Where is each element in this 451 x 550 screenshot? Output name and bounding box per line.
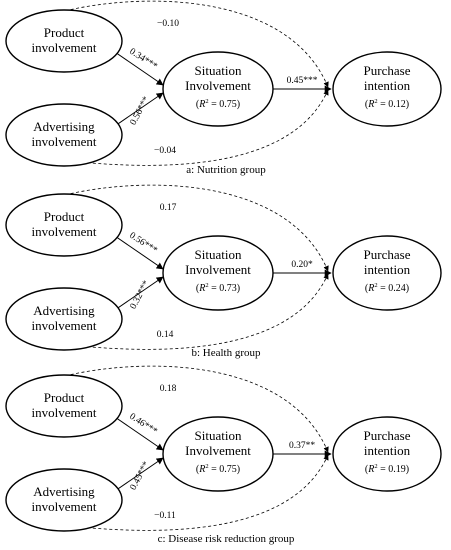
node-label-line: involvement [32,40,97,55]
node-label-line: Advertising [33,484,95,499]
node-label-line: involvement [32,318,97,333]
node-label-line: Product [44,25,85,40]
node-label-line: Advertising [33,119,95,134]
path-product-situation [111,49,164,86]
node-label-line: involvement [32,499,97,514]
path-product-purchase [59,0,329,88]
coef-situation-purchase: 0.20* [291,260,313,270]
r-squared-label: (R2 = 0.75) [196,98,240,110]
coef-advertising-situation: 0.32*** [129,279,152,311]
node-label-line: Purchase [364,428,411,443]
node-label-line: Purchase [364,247,411,262]
path-product-purchase [59,365,329,453]
coef-advertising-purchase: −0.11 [154,511,176,521]
r-squared-label: (R2 = 0.19) [365,463,409,475]
node-label-line: Situation [195,428,242,443]
node-label-line: Involvement [185,262,251,277]
panel-1: ProductinvolvementAdvertisinginvolvement… [5,0,442,176]
path-product-situation [111,233,164,270]
panel-caption: b: Health group [191,347,261,359]
coef-product-situation: 0.46*** [127,412,159,437]
coef-product-situation: 0.56*** [127,231,159,256]
path-advertising-purchase [59,273,329,350]
panel-caption: c: Disease risk reduction group [158,533,295,545]
node-label-line: Situation [195,63,242,78]
coef-advertising-purchase: 0.14 [157,330,174,340]
node-label-line: intention [364,443,411,458]
panel-3: ProductinvolvementAdvertisinginvolvement… [5,365,442,545]
coef-product-purchase: −0.10 [157,19,179,29]
path-advertising-purchase [59,454,329,531]
path-product-purchase [59,184,329,272]
path-advertising-situation [111,92,164,129]
node-label-line: intention [364,78,411,93]
path-advertising-situation [111,276,164,313]
node-label-line: Situation [195,247,242,262]
coef-advertising-situation: 0.56*** [129,95,152,127]
node-label-line: Purchase [364,63,411,78]
coef-product-purchase: 0.17 [160,203,177,213]
node-label-line: intention [364,262,411,277]
node-label-line: involvement [32,134,97,149]
node-label-line: involvement [32,405,97,420]
coef-advertising-purchase: −0.04 [154,146,176,156]
r-squared-label: (R2 = 0.75) [196,463,240,475]
node-label-line: Involvement [185,443,251,458]
coef-product-situation: 0.34*** [127,47,159,72]
node-label-line: Product [44,209,85,224]
coef-advertising-situation: 0.45*** [129,460,152,492]
node-label-line: Involvement [185,78,251,93]
r-squared-label: (R2 = 0.24) [365,282,409,294]
path-product-situation [111,414,164,451]
node-label-line: Advertising [33,303,95,318]
panel-2: ProductinvolvementAdvertisinginvolvement… [5,184,442,359]
r-squared-label: (R2 = 0.73) [196,282,240,294]
path-advertising-purchase [59,89,329,166]
panel-caption: a: Nutrition group [186,164,266,176]
r-squared-label: (R2 = 0.12) [365,98,409,110]
node-label-line: Product [44,390,85,405]
path-advertising-situation [111,457,164,494]
coef-situation-purchase: 0.45*** [287,76,318,86]
coef-product-purchase: 0.18 [160,384,177,394]
coef-situation-purchase: 0.37** [289,441,315,451]
node-label-line: involvement [32,224,97,239]
